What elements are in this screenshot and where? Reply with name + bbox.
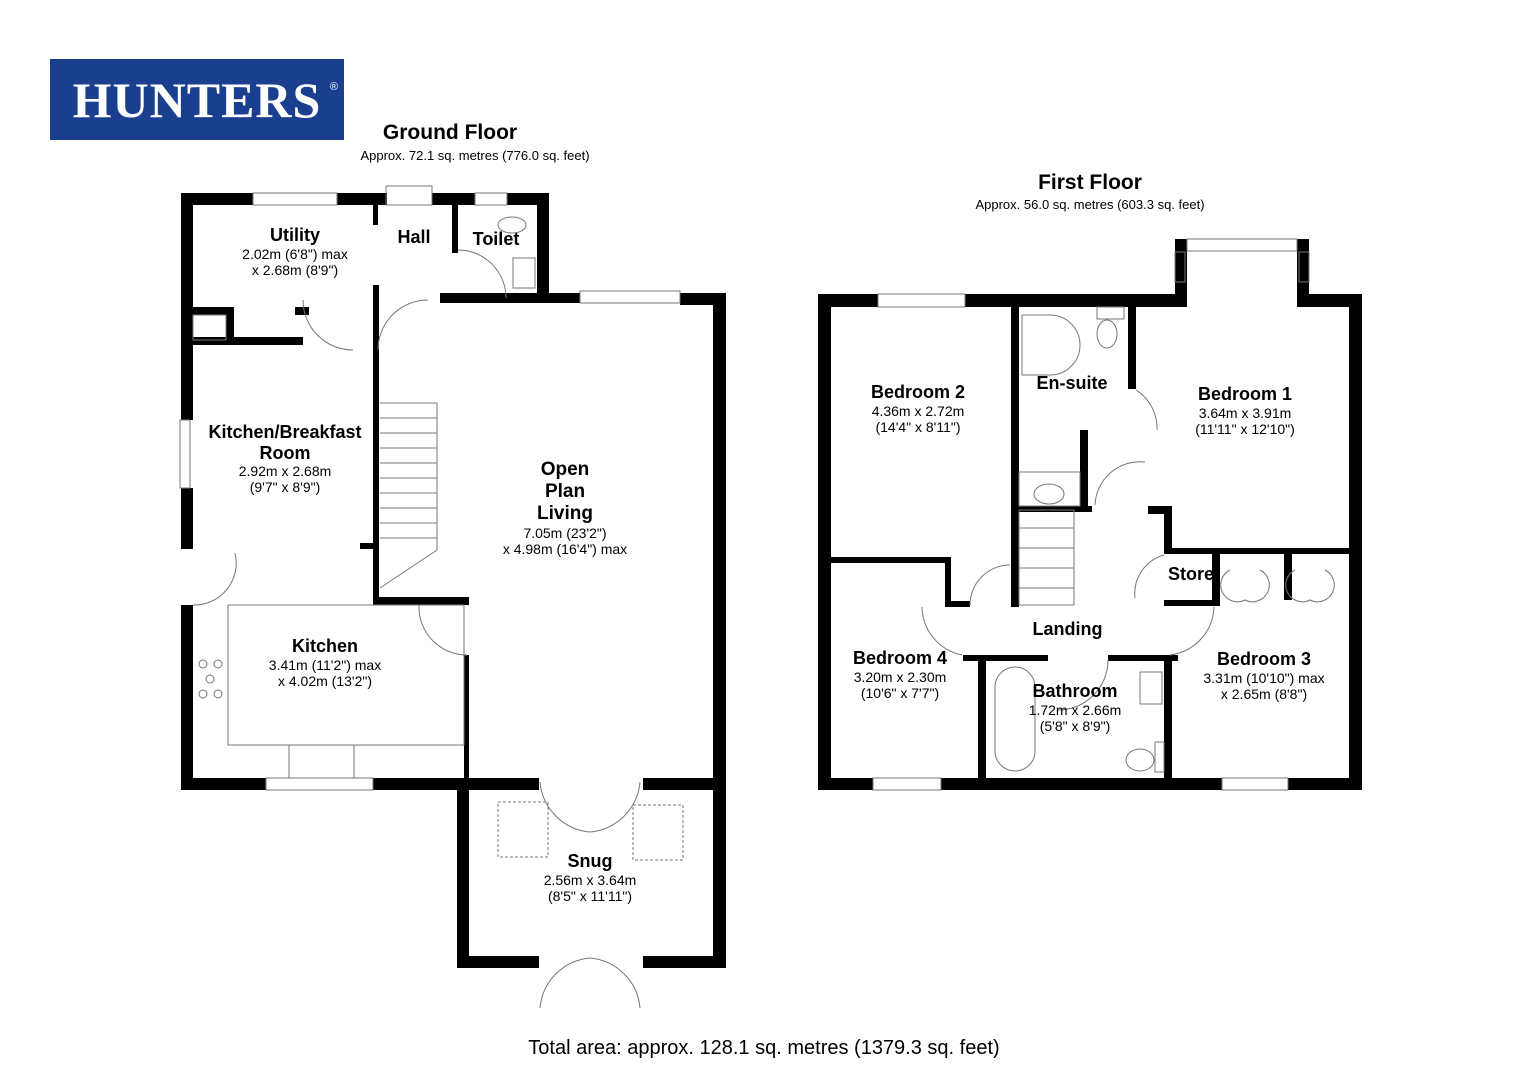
first-floor-area: Approx. 56.0 sq. metres (603.3 sq. feet) [975, 197, 1205, 212]
room-store: Store [1163, 564, 1219, 585]
room-name: Utility [269, 225, 320, 245]
room-name: Open [540, 459, 590, 480]
room-name: Hall [397, 227, 431, 247]
room-dimension: x 2.68m (8'9") [251, 261, 339, 278]
room-name: Landing [1032, 619, 1103, 639]
room-name: Bathroom [1032, 681, 1118, 701]
room-dimension: (8'5" x 11'11") [547, 887, 633, 904]
room-name: Kitchen/Breakfast [208, 422, 362, 442]
room-kitchen-breakfast: Kitchen/Breakfast Room 2.92m x 2.68m (9'… [195, 422, 375, 496]
first-floor-title: First Floor [1038, 171, 1142, 194]
room-dimension: 7.05m (23'2") [523, 524, 607, 541]
room-name: Toilet [472, 229, 520, 249]
room-utility: Utility 2.02m (6'8") max x 2.68m (8'9") [215, 225, 375, 278]
room-name-line2: Plan [544, 480, 586, 502]
room-bedroom-4: Bedroom 4 3.20m x 2.30m (10'6" x 7'7") [835, 648, 965, 701]
ground-floor-area: Approx. 72.1 sq. metres (776.0 sq. feet) [360, 148, 590, 163]
first-floor-fixtures [872, 238, 1335, 791]
room-en-suite: En-suite [1027, 373, 1117, 394]
room-name: Snug [567, 851, 613, 871]
room-bedroom-3: Bedroom 3 3.31m (10'10") max x 2.65m (8'… [1184, 649, 1344, 702]
hunters-logo: HUNTERS ® [50, 59, 344, 140]
room-dimension: 2.02m (6'8") max [242, 245, 348, 262]
room-dimension: 1.72m x 2.66m [1028, 701, 1122, 718]
room-dimension: x 4.98m (16'4") max [502, 540, 628, 557]
room-name-line2: Room [259, 442, 311, 463]
ground-floor-title: Ground Floor [382, 121, 518, 144]
room-name: Bedroom 3 [1216, 649, 1312, 669]
room-dimension: 3.41m (11'2") max [268, 656, 382, 673]
room-dimension: (9'7" x 8'9") [249, 479, 321, 496]
room-name: Store [1167, 564, 1214, 584]
room-bedroom-2: Bedroom 2 4.36m x 2.72m (14'4" x 8'11") [838, 382, 998, 435]
room-name: Bedroom 2 [870, 382, 966, 402]
room-dimension: 3.31m (10'10") max [1203, 669, 1325, 686]
room-kitchen: Kitchen 3.41m (11'2") max x 4.02m (13'2"… [240, 636, 410, 689]
room-dimension: (10'6" x 7'7") [860, 684, 940, 701]
room-dimension: (11'11" x 12'10") [1195, 420, 1295, 437]
room-toilet: Toilet [466, 229, 526, 250]
room-dimension: 3.64m x 3.91m [1198, 404, 1292, 421]
registered-mark: ® [329, 81, 338, 93]
room-bedroom-1: Bedroom 1 3.64m x 3.91m (11'11" x 12'10"… [1160, 384, 1330, 437]
room-snug: Snug 2.56m x 3.64m (8'5" x 11'11") [510, 851, 670, 904]
ground-floor-fixtures [179, 185, 684, 1009]
room-bathroom: Bathroom 1.72m x 2.66m (5'8" x 8'9") [1015, 681, 1135, 734]
room-name: Bedroom 1 [1197, 384, 1293, 404]
room-dimension: x 2.65m (8'8") [1220, 685, 1308, 702]
ground-floor-walls [181, 193, 726, 968]
room-dimension: 4.36m x 2.72m [871, 402, 965, 419]
first-floor-walls [818, 239, 1362, 790]
logo-text: HUNTERS [72, 71, 322, 128]
room-name: Kitchen [291, 636, 358, 656]
room-name: Bedroom 4 [852, 648, 948, 668]
room-landing: Landing [1020, 619, 1115, 640]
room-dimension: 2.92m x 2.68m [238, 463, 332, 480]
room-name-line3: Living [537, 502, 593, 524]
room-hall: Hall [390, 227, 438, 248]
room-dimension: (14'4" x 8'11") [875, 418, 961, 435]
room-dimension: (5'8" x 8'9") [1039, 717, 1111, 734]
room-name: En-suite [1036, 373, 1108, 393]
room-open-plan-living: Open Plan Living 7.05m (23'2") x 4.98m (… [475, 459, 655, 557]
total-area: Total area: approx. 128.1 sq. metres (13… [528, 1037, 1000, 1059]
room-dimension: x 4.02m (13'2") [277, 672, 372, 689]
room-dimension: 3.20m x 2.30m [853, 668, 947, 685]
room-dimension: 2.56m x 3.64m [543, 871, 637, 888]
